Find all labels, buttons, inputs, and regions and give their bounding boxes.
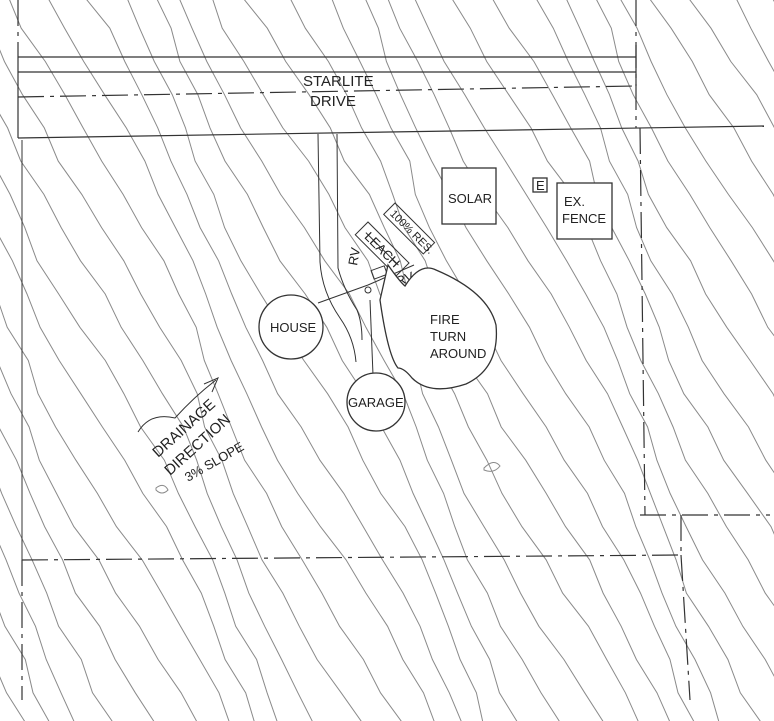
garage-label: GARAGE — [348, 395, 404, 410]
street-right-of-way — [17, 45, 765, 139]
contour-line — [387, 0, 761, 721]
street-centerline — [17, 85, 637, 98]
leach-field-outline — [354, 221, 410, 277]
contour-line — [0, 237, 255, 721]
contour-line — [596, 0, 774, 337]
contour-line — [414, 0, 774, 677]
electric-box — [532, 177, 548, 193]
cleanout-marker — [364, 286, 372, 294]
contour-line — [452, 0, 774, 607]
leach-label: LEACH — [362, 229, 403, 270]
contour-line — [0, 366, 198, 721]
contour-line — [127, 0, 484, 721]
rv-label-vertical: RV — [345, 246, 363, 266]
boundary-south — [21, 554, 683, 561]
septic-tank — [370, 265, 388, 280]
leach-trench — [365, 232, 399, 266]
contour-line — [566, 0, 774, 398]
contour-line — [331, 0, 695, 721]
property-boundary — [17, 0, 770, 701]
street-name-line1: STARLITE — [303, 73, 374, 90]
garage-access-line — [369, 299, 374, 376]
existing-fence — [556, 182, 613, 240]
house-sewer-line — [317, 284, 369, 304]
contour-line — [736, 0, 774, 73]
contour-line — [9, 0, 402, 721]
rv-utility-connections: RV RV — [317, 246, 416, 304]
contour-line — [86, 0, 462, 721]
contour-line — [536, 0, 774, 474]
contour-line — [0, 544, 75, 721]
contour-line — [0, 676, 26, 721]
drainage-note: DRAINAGE DIRECTION 3% SLOPE — [137, 377, 247, 485]
driveway-west-edge — [317, 133, 357, 363]
contour-line — [0, 487, 113, 721]
fire-label-line1: FIRE — [430, 312, 460, 327]
terrain-mark — [483, 462, 501, 472]
fire-label-line2: TURN — [430, 329, 466, 344]
terrain-mark — [155, 484, 169, 494]
reserve-field-outline — [382, 202, 436, 255]
fire-turnaround — [379, 263, 498, 390]
contour-line — [620, 0, 774, 263]
contour-line — [48, 0, 435, 721]
driveway — [317, 133, 374, 376]
contour-line — [0, 304, 230, 721]
drainage-arrow-shaft — [137, 379, 217, 433]
contour-line — [649, 0, 774, 198]
solar-array — [441, 167, 497, 225]
contour-line — [492, 0, 774, 535]
house-footprint — [258, 294, 324, 360]
boundary-southeast-lower — [680, 554, 691, 701]
solar-label: SOLAR — [448, 191, 492, 206]
contour-line — [0, 49, 362, 721]
fence-label-line2: FENCE — [562, 211, 606, 226]
contour-line — [365, 0, 720, 721]
house-label: HOUSE — [270, 320, 317, 335]
street-name-line2: DRIVE — [310, 93, 356, 110]
driveway-east-edge — [336, 133, 363, 341]
fire-label-line3: AROUND — [430, 346, 486, 361]
contour-line — [689, 0, 774, 129]
contour-line — [156, 0, 518, 721]
contour-line — [179, 0, 560, 721]
garage-footprint — [346, 372, 406, 432]
electric-label: E — [536, 178, 545, 193]
fence-label-line1: EX. — [564, 194, 585, 209]
contour-line — [0, 611, 50, 721]
drainage-arrow-head — [203, 377, 219, 393]
contour-line — [0, 428, 155, 721]
contour-line — [0, 174, 278, 721]
contour-line — [0, 113, 313, 721]
boundary-east — [639, 127, 646, 516]
street-edge-south — [17, 125, 765, 139]
